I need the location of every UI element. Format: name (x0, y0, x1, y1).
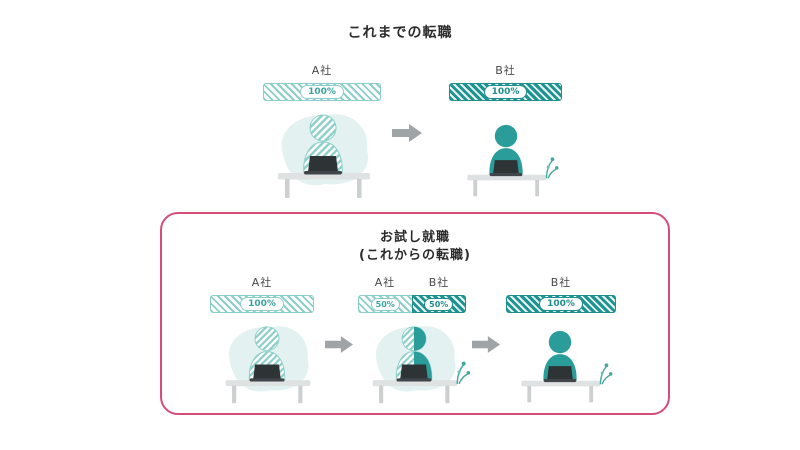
arrow-right-icon (392, 124, 422, 142)
stage1-person-at-desk-illustration (225, 326, 311, 404)
stage2-company-b-label: B社 (428, 276, 450, 289)
stage3-bar: 100% (506, 295, 616, 313)
stage3-bar-group: B社 100% (506, 274, 616, 313)
stage3-person-at-desk-illustration (521, 330, 614, 403)
stage1-percent-badge: 100% (240, 297, 284, 311)
stage2-company-labels: A社 B社 (358, 274, 466, 295)
stage2-person-at-desk-illustration (372, 326, 471, 404)
stage2-a-percent-badge: 50% (370, 297, 400, 311)
company-b-percent-badge: 100% (483, 85, 528, 99)
stage1-company-label: A社 (251, 276, 273, 289)
stage2-company-a-label: A社 (374, 276, 396, 289)
person-at-desk-company-b-illustration (467, 124, 560, 197)
stage2-bar-group: A社 B社 50% 50% (358, 274, 466, 313)
stage2-bar-a-half: 50% (358, 295, 412, 313)
stage2-bar-b-half: 50% (411, 295, 466, 313)
stage2-b-percent-badge: 50% (424, 297, 454, 311)
stage3-percent-badge: 100% (539, 297, 583, 311)
stage1-bar: 100% (210, 295, 314, 313)
company-b-label: B社 (495, 64, 516, 77)
company-a-label: A社 (311, 64, 333, 77)
stage3-company-label: B社 (550, 276, 572, 289)
trial-employment-box: お試し就職 (これからの転職) A社 100% A社 B社 50% 50% (160, 212, 670, 415)
trial-subtitle: (これからの転職) (359, 248, 471, 263)
company-a-bar: 100% (263, 83, 381, 101)
person-at-desk-company-a-illustration (278, 114, 370, 198)
company-b-bar-group: B社 100% (449, 62, 562, 101)
company-b-bar: 100% (449, 83, 562, 101)
company-a-bar-group: A社 100% (263, 62, 381, 101)
company-a-percent-badge: 100% (300, 85, 344, 99)
arrow-right-icon (325, 336, 353, 353)
trial-title: お試し就職 (379, 230, 450, 245)
stage1-bar-group: A社 100% (210, 274, 314, 313)
top-section-title: これまでの転職 (347, 25, 453, 41)
stage2-split-bar: 50% 50% (358, 295, 466, 313)
arrow-right-icon (472, 336, 500, 353)
